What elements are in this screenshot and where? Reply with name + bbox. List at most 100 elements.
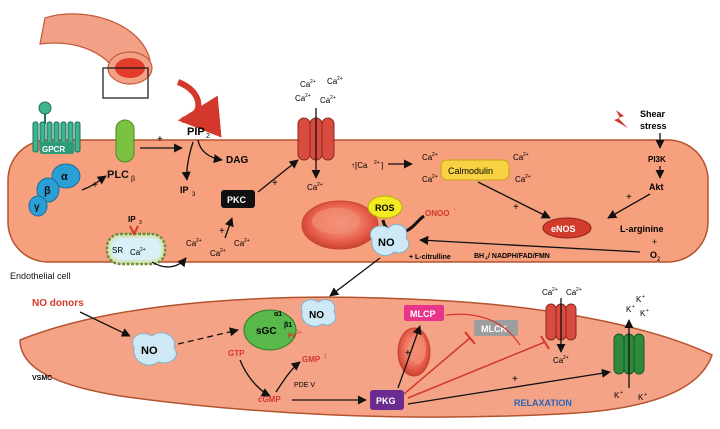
sgc-label: sGC	[256, 326, 277, 337]
ip3-label: IP	[180, 185, 189, 195]
cofactors-subscript: 4	[485, 256, 488, 262]
no-vsmc: NO	[132, 332, 177, 366]
g-protein-complex: α β γ	[28, 163, 81, 217]
ca-out-3-sup: 2+	[305, 93, 311, 99]
calmodulin-node: Calmodulin	[440, 159, 510, 181]
vsmc-ca-out-2-sup: 2+	[576, 287, 582, 293]
k-in-1-sup: +	[620, 390, 623, 396]
ca-cal-3: Ca	[513, 153, 524, 162]
potassium-channel	[613, 319, 645, 388]
plus-pkg-mlcp: +	[405, 348, 411, 359]
alpha1-label: α1	[274, 311, 282, 318]
k-out-2: K	[626, 305, 632, 314]
enos-node: eNOS	[542, 217, 592, 239]
no-donors-label: NO donors	[32, 298, 84, 309]
mlck-label: MLCK	[481, 324, 507, 334]
k-out-2-sup: +	[632, 304, 635, 310]
dag-label: DAG	[226, 155, 248, 166]
pkc-label: PKC	[227, 195, 247, 205]
mlck-node: MLCK	[474, 320, 518, 336]
lightning-icon	[614, 110, 628, 128]
inhibit-bar-channel	[540, 335, 550, 350]
no-bound-sgc: NO	[300, 299, 337, 327]
ca-in-sup: 2+	[317, 182, 323, 188]
arrow-gtp-to-cgmp	[239, 359, 271, 397]
arrow-ca-to-pkc	[224, 217, 234, 239]
vsmc-ca-out-1: Ca	[542, 288, 553, 297]
arrow-gprotein-to-plc	[81, 175, 107, 191]
plc-label: PLC	[107, 169, 129, 181]
plus-pkg-k: +	[512, 374, 518, 385]
ca-sr-release-3-sup: 2+	[244, 238, 250, 244]
no-bound-label: NO	[309, 310, 324, 321]
k-out-3: K	[640, 309, 646, 318]
arrow-cgmp-to-gmp	[275, 361, 301, 393]
g-gamma-label: γ	[34, 202, 40, 213]
cofactors-label: BH	[474, 253, 484, 260]
arrow-akt-to-enos	[607, 193, 651, 219]
k-in-1: K	[614, 391, 620, 400]
ca-cal-3-sup: 2+	[523, 152, 529, 158]
k-out-1-sup: +	[642, 294, 645, 300]
pip2-subscript: 2	[206, 133, 210, 140]
fe-label: Fe	[288, 333, 296, 340]
ca-cal-1: Ca	[422, 153, 433, 162]
shear-label-1: Shear	[640, 109, 666, 119]
arrow-pip2-to-dag	[197, 139, 223, 164]
vsmc-calcium-channel	[545, 298, 577, 353]
o2-subscript: 2	[657, 257, 661, 263]
arrow-pkg-to-mlcp	[397, 325, 422, 389]
ca-out-2: Ca	[327, 77, 338, 86]
arrow-pkc-to-channel	[257, 159, 299, 193]
k-in-2: K	[638, 393, 644, 402]
arrow-calmodulin-to-enos	[477, 181, 551, 219]
cofactors-rest: / NADPH/FAD/FMN	[488, 253, 550, 260]
inhibit-mlcp-curve	[445, 313, 521, 346]
inhibit-pkg-mlck	[403, 337, 471, 395]
sr-label: SR	[112, 246, 123, 255]
o2-label: O	[650, 250, 657, 260]
sgc-node: sGC α1 β1 Fe 2+	[243, 309, 302, 351]
endothelial-calcium-channel	[297, 108, 335, 179]
ca-cal-1-sup: 2+	[432, 152, 438, 158]
endothelial-cell-label: Endothelial cell	[10, 271, 71, 281]
ip3-sr-label: IP	[128, 215, 136, 224]
k-out-3-sup: +	[646, 308, 649, 314]
ca-out-1-sup: 2+	[310, 79, 316, 85]
arrow-sr-to-ca	[151, 257, 187, 268]
vsmc-cell: VSMC	[19, 296, 713, 418]
pi3k-label: PI3K	[648, 155, 666, 164]
ca-cal-2: Ca	[422, 175, 433, 184]
l-arginine-label: L-arginine	[620, 224, 664, 234]
arrow-no-to-sgc	[177, 327, 239, 345]
ca-rise-label: ↑[Ca	[351, 161, 368, 170]
fe-sup: 2+	[296, 330, 302, 336]
plus-pkc-channel: +	[272, 178, 278, 189]
relaxation-label: RELAXATION	[514, 398, 572, 408]
gmp-label: GMP	[302, 355, 321, 364]
no-endothelial: NO	[370, 223, 410, 256]
ip3-sr-subscript: 3	[139, 220, 142, 226]
ca-out-4-sup: 2+	[330, 95, 336, 101]
arrow-no-to-vsmc	[329, 257, 381, 297]
k-in-2-sup: +	[644, 392, 647, 398]
pde5-label: PDE V	[294, 382, 315, 389]
enos-label: eNOS	[551, 224, 576, 234]
ca-sr-release-2-sup: 2+	[220, 248, 226, 254]
ca-out-3: Ca	[295, 94, 306, 103]
onoo-sup: -	[454, 207, 456, 213]
vsmc-ca-out-1-sup: 2+	[552, 287, 558, 293]
plc-beta-node: PLC β	[107, 119, 135, 183]
sr-ca-sup: 2+	[140, 247, 146, 253]
plus-akt-enos: +	[626, 192, 632, 203]
vsmc-label: VSMC	[32, 375, 52, 382]
vsmc-ca-in-sup: 2+	[563, 355, 569, 361]
ca-out-1: Ca	[300, 80, 311, 89]
l-citrulline-label: + L-citrulline	[409, 254, 451, 261]
inhibit-bar-mlck	[464, 331, 476, 345]
pkc-node: PKC	[221, 190, 255, 208]
mlcp-node: MLCP	[404, 305, 444, 321]
vsmc-ca-out-2: Ca	[566, 288, 577, 297]
ros-node: ROS	[367, 195, 403, 219]
